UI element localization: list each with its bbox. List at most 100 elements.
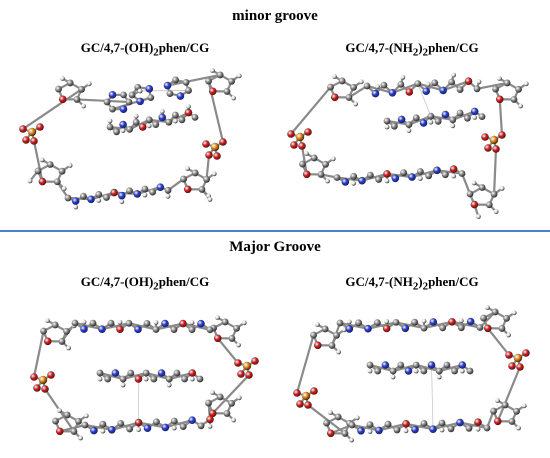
bond — [429, 115, 454, 121]
hydrogen-atom — [384, 319, 390, 324]
hydrogen-atom — [153, 320, 159, 325]
hydrogen-atom — [367, 429, 373, 434]
bond — [289, 85, 332, 136]
carbon-atom — [341, 430, 349, 437]
carbon-atom — [172, 76, 179, 84]
carbon-atom — [443, 361, 451, 369]
carbon-atom — [466, 367, 474, 375]
nitrogen-atom — [133, 190, 142, 198]
nitrogen-atom — [111, 369, 120, 377]
carbon-atom — [104, 375, 112, 383]
bond — [451, 110, 476, 121]
bond — [335, 176, 364, 182]
hydrogen-atom — [142, 192, 148, 198]
hydrogen-atom — [353, 101, 358, 107]
hydrogen-atom — [143, 376, 149, 382]
hydrogen-atom — [349, 437, 354, 443]
carbon-atom — [478, 184, 486, 191]
phosphorus-atom — [242, 361, 252, 371]
carbon-atom — [103, 194, 110, 201]
hydrogen-atom — [210, 68, 215, 73]
carbon-atom — [185, 87, 192, 94]
carbon-atom — [420, 324, 428, 332]
carbon-atom — [180, 175, 187, 183]
bond — [73, 321, 104, 331]
carbon-atom — [457, 324, 465, 332]
nitrogen-atom — [408, 173, 416, 181]
nitrogen-atom — [134, 325, 142, 334]
hydrogen-atom — [27, 178, 33, 184]
hydrogen-atom — [458, 318, 464, 324]
carbon-atom — [483, 424, 491, 432]
carbon-atom — [317, 171, 325, 178]
hydrogen-atom — [78, 435, 83, 441]
hydrogen-atom — [421, 318, 427, 324]
carbon-atom — [438, 419, 446, 427]
carbon-atom — [321, 325, 329, 333]
nitrogen-atom — [397, 115, 406, 124]
carbon-atom — [171, 111, 179, 119]
carbon-atom — [492, 85, 499, 93]
hydrogen-atom — [81, 103, 86, 109]
hydrogen-atom — [328, 410, 333, 415]
nitrogen-atom — [388, 89, 397, 97]
carbon-atom — [216, 393, 224, 401]
carbon-atom — [197, 422, 205, 430]
carbon-atom — [221, 318, 229, 326]
carbon-atom — [70, 428, 78, 435]
nitrogen-atom — [381, 361, 390, 369]
hydrogen-atom — [172, 118, 178, 124]
carbon-atom — [490, 407, 497, 415]
oxygen-atom — [22, 136, 30, 144]
carbon-atom — [420, 420, 428, 427]
oxygen-atom — [116, 325, 124, 334]
carbon-atom — [333, 331, 340, 339]
carbon-atom — [63, 411, 71, 419]
hydrogen-atom — [325, 178, 330, 184]
oxygen-atom — [58, 95, 67, 104]
nitrogen-atom — [341, 178, 350, 186]
carbon-atom — [389, 367, 397, 375]
oxygen-atom — [188, 369, 197, 377]
carbon-atom — [126, 187, 133, 195]
oxygen-atom — [470, 200, 479, 209]
carbon-atom — [64, 194, 72, 202]
phosphorus-atom — [513, 353, 523, 363]
bond — [475, 81, 509, 90]
oxygen-atom — [313, 341, 322, 350]
oxygen-atom — [138, 123, 147, 131]
carbon-atom — [79, 192, 87, 200]
nitrogen-atom — [71, 197, 80, 205]
carbon-atom — [478, 113, 486, 120]
carbon-atom — [132, 118, 140, 126]
bond — [394, 321, 426, 330]
nitrogen-atom — [404, 367, 413, 375]
oxygen-atom — [219, 138, 227, 146]
bond — [486, 327, 511, 357]
hydrogen-atom — [241, 320, 247, 326]
carbon-atom — [350, 83, 357, 91]
carbon-atom — [109, 105, 116, 113]
oxygen-atom — [184, 108, 193, 117]
nitrogen-atom — [433, 166, 441, 175]
hydrogen-atom — [165, 193, 171, 199]
carbon-atom — [142, 369, 150, 377]
carbon-atom — [463, 114, 471, 122]
bond — [110, 421, 140, 431]
bond — [347, 84, 369, 99]
hydrogen-bond — [417, 83, 432, 117]
nitrogen-atom — [371, 89, 380, 98]
carbon-atom — [51, 321, 59, 329]
bond — [385, 172, 414, 179]
oxygen-atom — [30, 137, 38, 145]
carbon-atom — [166, 90, 174, 98]
oxygen-atom — [205, 151, 213, 159]
bond — [422, 320, 454, 330]
hydrogen-atom — [171, 425, 177, 431]
carbon-atom — [147, 94, 155, 101]
bond — [181, 322, 212, 331]
hydrogen-atom — [403, 428, 409, 434]
bond — [121, 371, 148, 381]
hydrogen-atom — [207, 424, 213, 429]
carbon-atom — [458, 170, 466, 177]
